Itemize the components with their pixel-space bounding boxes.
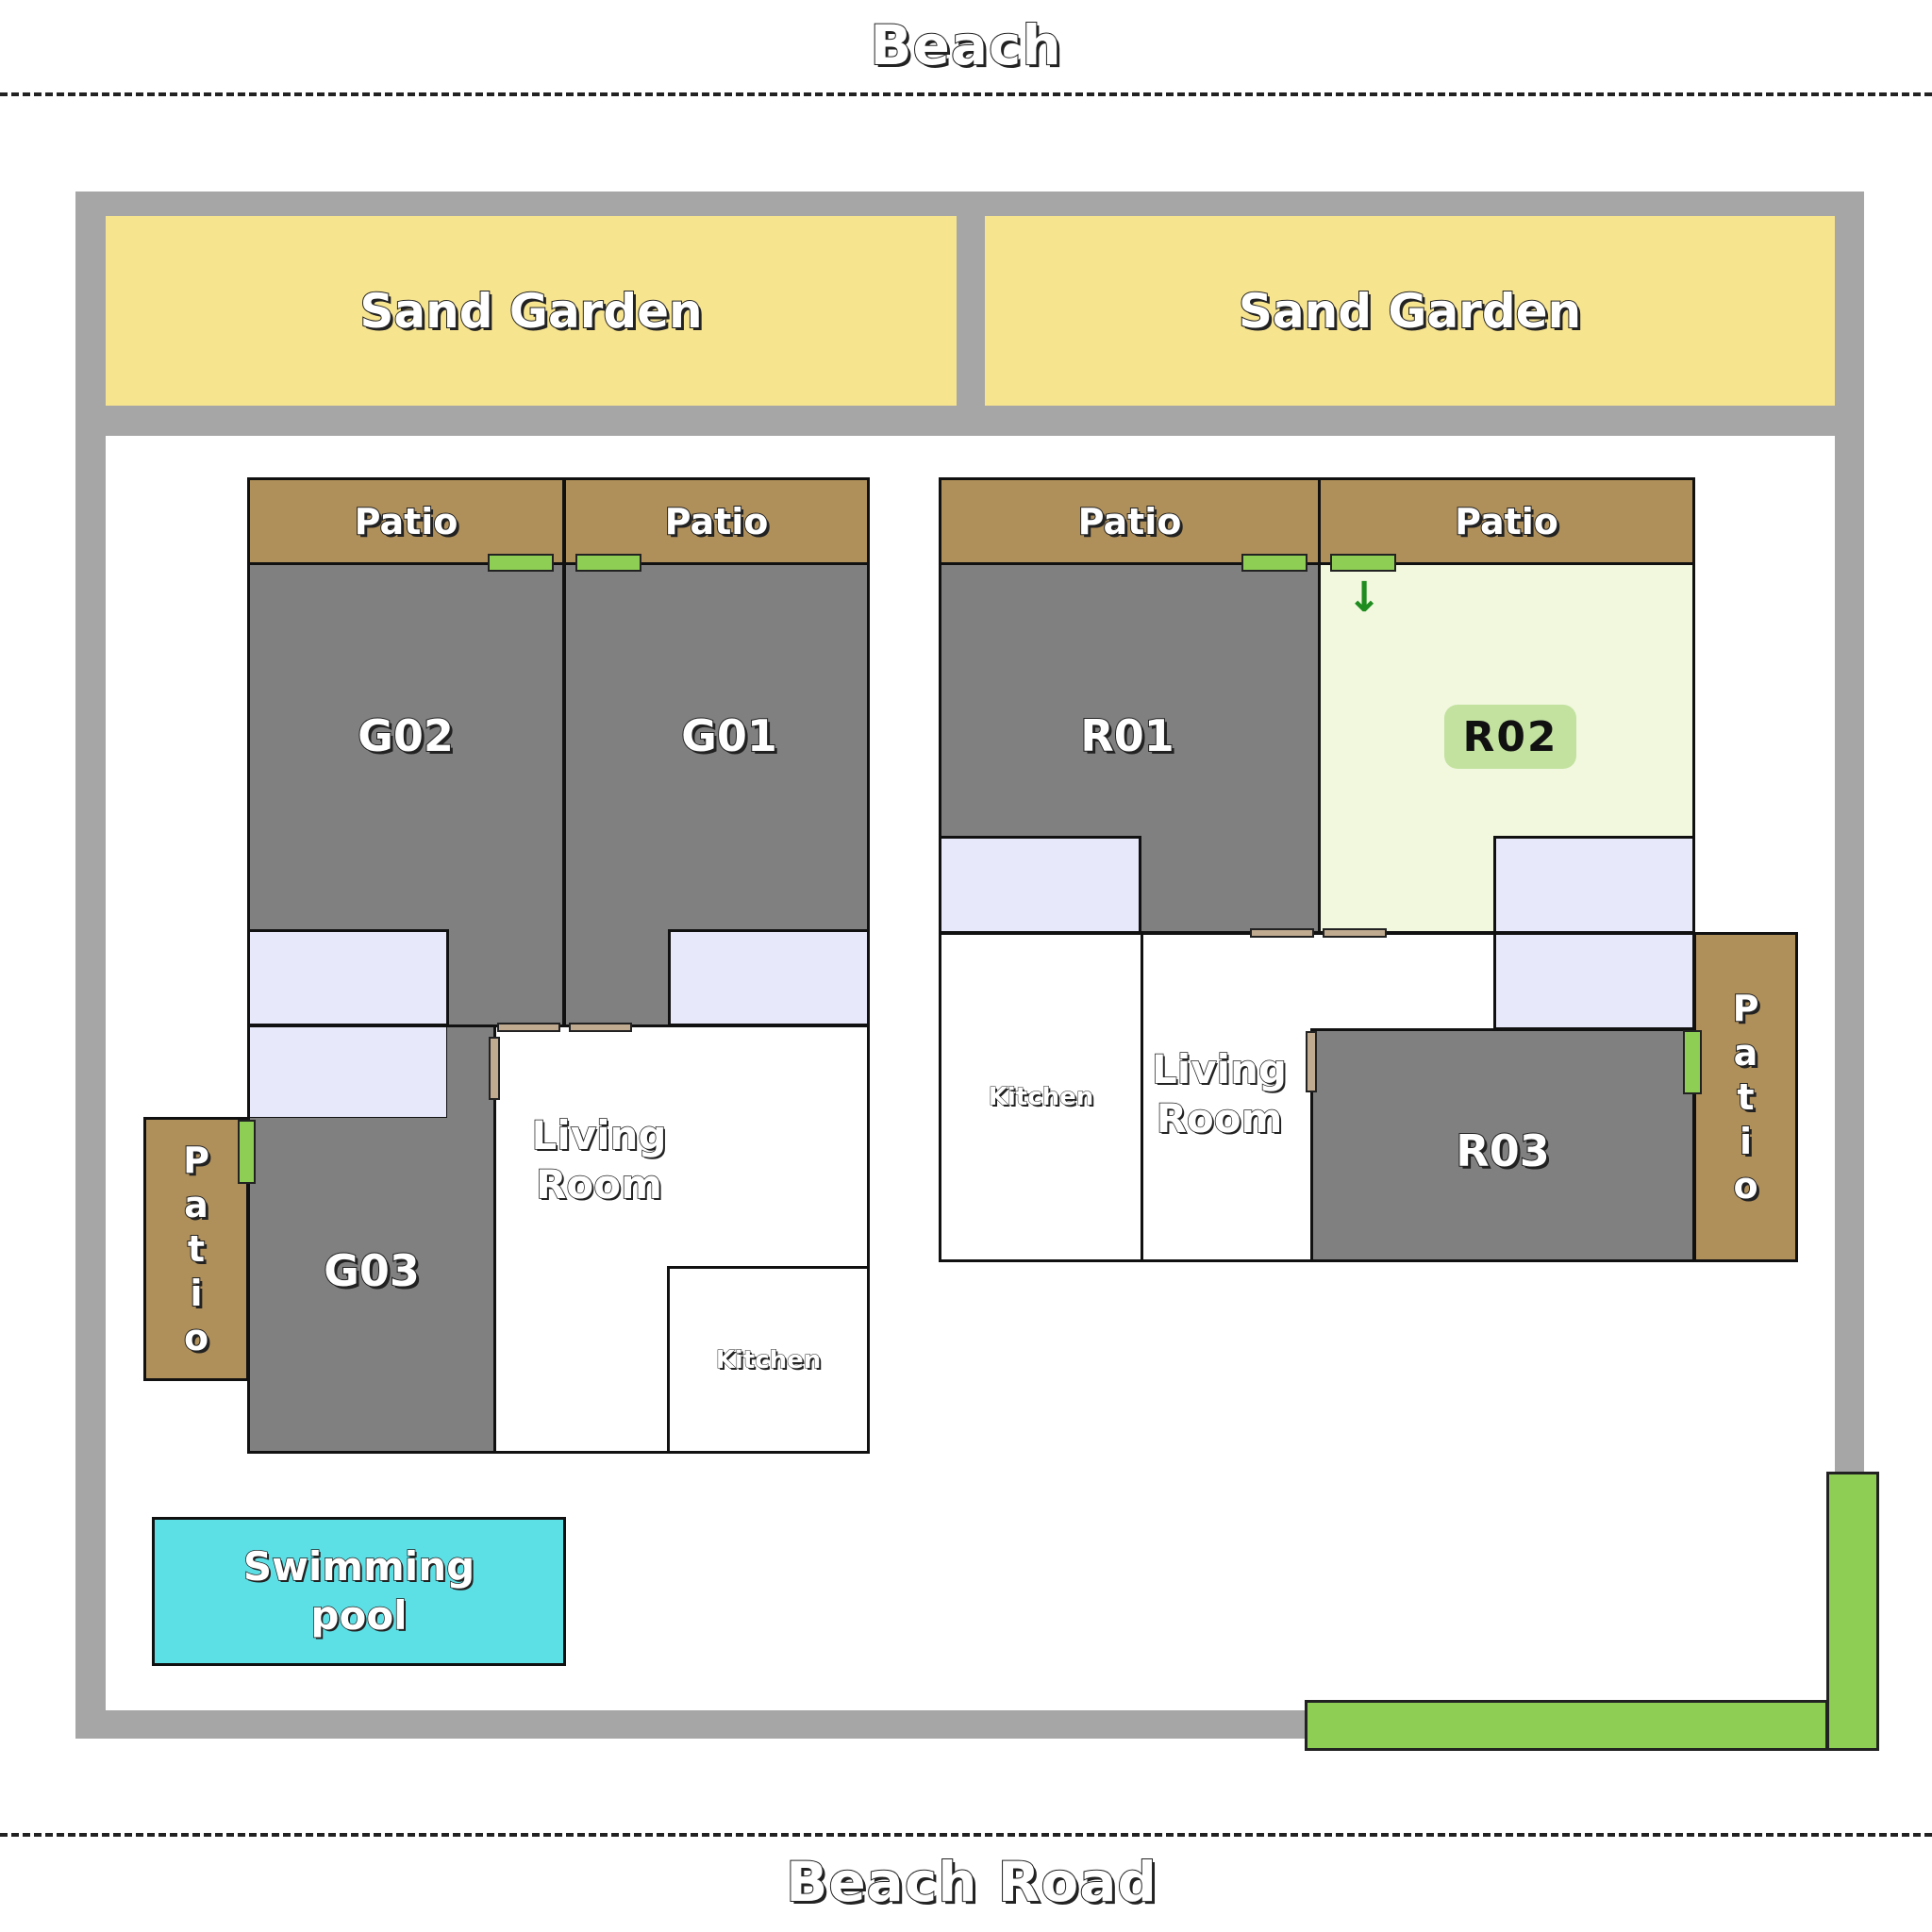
door-g01-patio[interactable] — [575, 554, 641, 572]
entrance-gate-vertical[interactable] — [1826, 1472, 1879, 1751]
room-r03 — [1310, 1028, 1695, 1262]
patio-g01: Patio — [563, 477, 870, 565]
bathroom-r01 — [939, 836, 1141, 934]
door-g02-patio[interactable] — [488, 554, 554, 572]
living-room-right-label: Living Room — [1141, 1038, 1297, 1151]
arrow-down-icon: ↓ — [1346, 573, 1382, 622]
room-r02-label: R02 — [1462, 712, 1558, 761]
patio-g03: P a t i o — [143, 1117, 249, 1381]
swimming-pool-line1: Swimming — [242, 1542, 475, 1591]
patio-g02-label: Patio — [354, 500, 459, 543]
patio-g02: Patio — [247, 477, 565, 565]
door-g01-living[interactable] — [569, 1023, 632, 1032]
wall-right — [1835, 192, 1864, 1472]
living-room-left-line1: Living — [531, 1111, 667, 1159]
room-r01-label: R01 — [1079, 709, 1174, 762]
beach-road-label: Beach Road — [785, 1849, 1158, 1915]
entrance-gate-horizontal[interactable] — [1305, 1700, 1828, 1751]
bathroom-r02 — [1493, 836, 1695, 934]
door-r01-living[interactable] — [1250, 928, 1314, 938]
door-r02-patio[interactable] — [1330, 554, 1396, 572]
bathroom-r03 — [1493, 932, 1695, 1030]
room-g03-upper — [447, 1024, 496, 1121]
kitchen-left-label: Kitchen — [715, 1345, 822, 1374]
living-room-right-line2: Room — [1156, 1094, 1283, 1142]
patio-r03-letter-t: t — [1736, 1075, 1755, 1119]
door-r01-patio[interactable] — [1241, 554, 1307, 572]
door-r02-living[interactable] — [1323, 928, 1387, 938]
door-r03-patio[interactable] — [1683, 1030, 1702, 1094]
living-room-right-line1: Living — [1151, 1045, 1287, 1093]
sand-garden-right-label: Sand Garden — [1238, 283, 1582, 340]
door-g03-patio[interactable] — [238, 1120, 256, 1184]
patio-r02-label: Patio — [1454, 500, 1559, 543]
kitchen-left: Kitchen — [667, 1266, 870, 1454]
kitchen-right-label: Kitchen — [988, 1083, 1094, 1112]
bathroom-g01 — [668, 929, 870, 1026]
sand-garden-right: Sand Garden — [985, 216, 1835, 406]
sand-garden-left-label: Sand Garden — [358, 283, 703, 340]
room-r03-label: R03 — [1455, 1124, 1550, 1177]
patio-r03-letter-p: P — [1732, 987, 1760, 1030]
wall-bottom — [75, 1710, 1307, 1739]
room-g02-label: G02 — [357, 709, 455, 762]
patio-r03-letter-i: i — [1739, 1120, 1753, 1163]
patio-g03-letter-a: a — [183, 1183, 209, 1226]
wall-garden-bottom — [75, 406, 1836, 436]
living-room-left-label: Living Room — [509, 1104, 689, 1217]
living-room-left-line2: Room — [535, 1160, 662, 1208]
patio-g03-letter-p: P — [182, 1139, 210, 1182]
patio-g03-letter-i: i — [189, 1272, 203, 1315]
wall-left — [75, 192, 106, 1739]
door-g02-living[interactable] — [497, 1023, 560, 1032]
patio-g01-label: Patio — [664, 500, 770, 543]
beach-boundary-line — [0, 92, 1932, 96]
door-r03-living[interactable] — [1306, 1031, 1317, 1092]
swimming-pool-line2: pool — [310, 1591, 408, 1640]
kitchen-right: Kitchen — [939, 932, 1143, 1262]
patio-g03-letter-o: o — [183, 1316, 209, 1359]
patio-r02: Patio — [1318, 477, 1695, 565]
bathroom-g03 — [247, 1024, 449, 1120]
room-g03-label: G03 — [323, 1244, 421, 1297]
road-boundary-line — [0, 1833, 1932, 1837]
patio-r03-letter-o: o — [1732, 1164, 1758, 1208]
patio-r01: Patio — [939, 477, 1321, 565]
swimming-pool: Swimming pool — [152, 1517, 566, 1666]
patio-r03: P a t i o — [1693, 932, 1798, 1262]
room-g01-label: G01 — [680, 709, 778, 762]
door-g03-living[interactable] — [489, 1037, 500, 1100]
bathroom-g02 — [247, 929, 449, 1026]
patio-r03-letter-a: a — [1733, 1031, 1759, 1074]
patio-g03-letter-t: t — [187, 1227, 206, 1271]
sand-garden-left: Sand Garden — [106, 216, 957, 406]
patio-r01-label: Patio — [1077, 500, 1183, 543]
wall-garden-divider — [957, 192, 985, 408]
room-g03 — [247, 1118, 496, 1454]
room-r02-badge: R02 — [1444, 705, 1576, 769]
beach-label: Beach — [869, 12, 1062, 78]
